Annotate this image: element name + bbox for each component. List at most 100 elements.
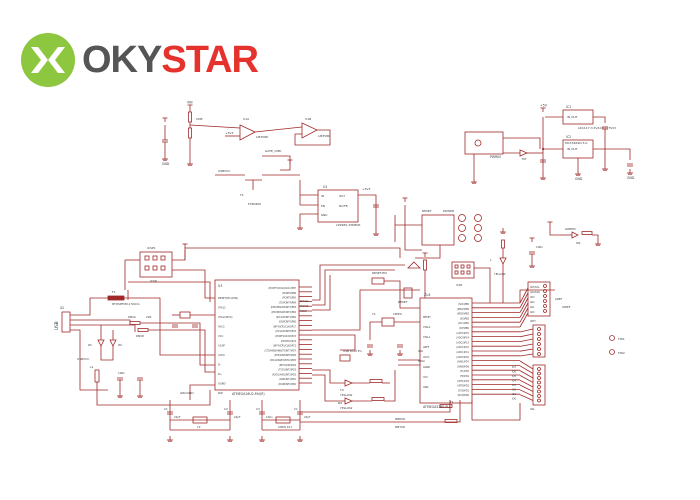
schematic-label: POWER: [443, 209, 454, 213]
mounting-hole: [458, 214, 466, 222]
wire: [593, 148, 631, 160]
led-on-green: [571, 231, 579, 239]
schematic-label: Z2: [118, 343, 122, 347]
schematic-label: RX: [338, 401, 342, 405]
pin-label: (ADC5)PC5: [456, 332, 469, 335]
pin-label: D+: [218, 372, 222, 376]
pin-label: (RXD)PD0: [458, 394, 470, 397]
header-pin: [537, 332, 541, 336]
schematic-label: ATMEGA16U2-MU(R): [232, 392, 265, 396]
power-jack: [464, 131, 504, 155]
header-pin: [537, 394, 541, 398]
pin-label: (AIN0)PD6: [457, 365, 469, 368]
schematic-label: NC/FB: [339, 204, 348, 208]
wire: [519, 389, 534, 397]
pin-label: UCAP: [218, 344, 225, 348]
cap-value: 22pF: [174, 415, 181, 419]
wire: [519, 348, 534, 352]
schematic-label: L1: [90, 365, 94, 369]
schematic-label: Z1: [88, 343, 92, 347]
wire: [70, 319, 131, 325]
wire: [70, 329, 108, 391]
pin-label: (ADC2)PC2: [456, 346, 469, 349]
cap-value: 100n: [266, 415, 273, 419]
icsp-pin: [160, 265, 166, 271]
schematic-label: 22R: [146, 315, 152, 319]
wire: [172, 250, 186, 261]
schematic-label: YELLOW: [340, 406, 352, 410]
schematic-label: 100n: [536, 245, 543, 249]
usb-connector: [61, 311, 71, 333]
schematic-label: IOREF: [562, 305, 571, 309]
pin-label: (MISO)PB4: [457, 308, 470, 311]
schematic-label: U1B: [305, 117, 311, 121]
pin-label: (TXD1/INT3)PD3: [278, 369, 296, 372]
pin-label: RESET: [423, 316, 431, 319]
schematic-label: LD1117-3.3V/LD1117S33: [578, 126, 616, 130]
schematic-label: +3V3: [362, 187, 370, 191]
schematic-label: YELLOW: [494, 272, 506, 276]
pin-label: (MOSI)PB3: [457, 313, 470, 316]
schematic-label: PWRIN: [490, 155, 501, 159]
led-rx: [344, 397, 354, 405]
icsp-pin: [144, 255, 150, 261]
schematic-label: OUT: [339, 194, 345, 198]
pin-label: AREF: [423, 346, 430, 349]
pin-label: (ICP)PB0: [459, 327, 469, 330]
pin-label: XTAL2(PC0): [218, 315, 233, 319]
resistor: [581, 231, 593, 235]
resistor: [137, 328, 149, 332]
schematic-label: IOH: [530, 319, 536, 323]
schematic-label: T1: [239, 193, 244, 197]
header-pin: [537, 376, 541, 380]
pin-label: (SCLK/PCINT1)PB1: [276, 316, 297, 319]
header-pin: [537, 337, 541, 341]
wire: [70, 297, 108, 316]
schematic-label: U2: [323, 185, 327, 189]
wire: [312, 289, 420, 331]
wire: [262, 155, 291, 171]
supply-label: +5V: [540, 104, 548, 108]
header-pin: [537, 385, 541, 389]
wire: [415, 245, 441, 259]
schematic-label: FID2: [618, 351, 625, 355]
pin-label: (PCINT9/OC1B)PC5: [275, 335, 296, 338]
mounting-hole: [474, 214, 482, 222]
schematic-label: +3V3: [225, 131, 233, 135]
wire: [384, 280, 420, 309]
pin-label: (T0)PD4: [460, 375, 470, 378]
pin-label: XTAL1: [423, 336, 431, 339]
schematic-label: MOSI2: [300, 304, 309, 308]
icsp-pin: [466, 270, 471, 275]
schematic-label: CMP: [196, 117, 203, 121]
pin-label: (INT5/AIN3)PD4: [279, 364, 297, 367]
wire: [294, 129, 331, 146]
schematic-label: FID1: [618, 337, 625, 341]
pin-label: (AIN0/INT1)PD1: [279, 378, 297, 381]
digital-io-label: IO5: [512, 375, 516, 378]
pin-label: AD1: [530, 306, 535, 309]
junction-dot: [541, 147, 545, 151]
icsp-pin: [152, 265, 158, 271]
header-pin: [543, 284, 547, 288]
ic1-regulator: [562, 109, 594, 125]
wire: [519, 379, 534, 388]
okystar-logo-mark: [21, 33, 75, 87]
crystal-y2: [275, 416, 291, 424]
pin-label: GND: [423, 386, 429, 389]
resistor: [369, 379, 383, 383]
wire: [128, 281, 211, 302]
opamp-u1a: [239, 124, 256, 141]
wire: [96, 382, 211, 406]
schematic-label: USB boot En: [343, 349, 362, 353]
header-pin: [543, 304, 547, 308]
schematic-label: ZU4: [424, 293, 431, 297]
schematic-label: GREEN: [565, 227, 575, 231]
wire: [519, 343, 534, 347]
wire: [549, 226, 560, 236]
pin-label: AD2: [530, 301, 535, 304]
pin-label: UVCC: [218, 353, 225, 357]
schematic-label: X2: [60, 306, 64, 310]
wire: [519, 302, 529, 318]
schematic-label: MF-MSMF050-2 500mA: [112, 303, 140, 306]
